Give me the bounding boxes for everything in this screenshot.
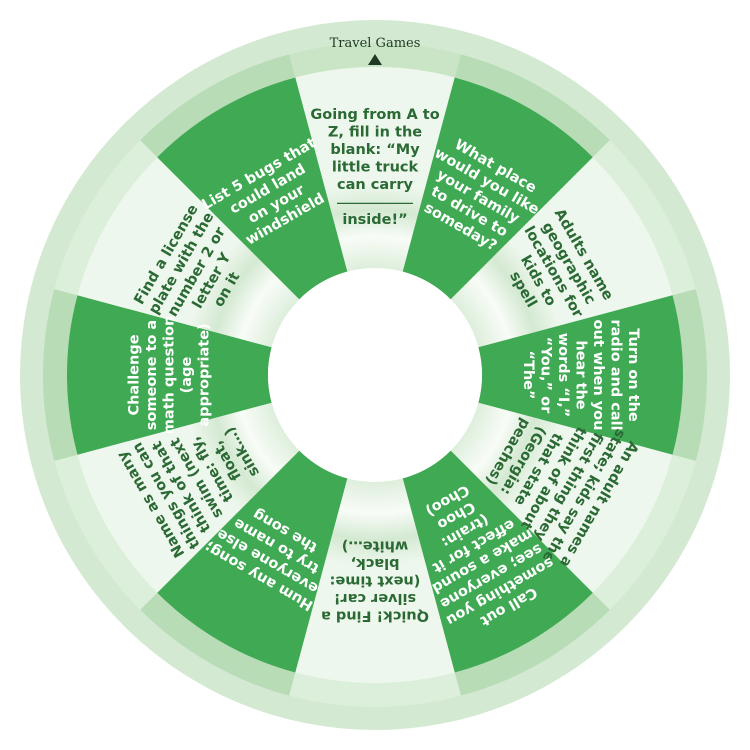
segment-line: Turn on the — [625, 328, 641, 422]
segment-line: (next time: — [330, 573, 421, 589]
segment-math-question — [66, 295, 272, 455]
segment-list-bugs — [157, 77, 348, 300]
segment-license-plate — [77, 157, 300, 348]
segment-line: blank: “My — [330, 142, 420, 158]
segment-fill-in-blank — [295, 66, 455, 272]
wheel-title: Travel Games — [330, 36, 421, 51]
segment-line: Challenge — [126, 334, 142, 415]
segment-line: hear the — [573, 340, 589, 409]
segment-name-things — [77, 402, 300, 593]
title-group: Travel Games — [330, 36, 421, 65]
segment-text-fill-in-blank: Going from A toZ, fill in the blank: “Myl… — [310, 107, 439, 228]
segment-place-to-drive — [402, 77, 593, 300]
outer-band-place-to-drive — [454, 54, 610, 158]
segment-line: silver car! — [334, 590, 416, 606]
segment-geographic-locations — [450, 157, 673, 348]
segment-line: can carry — [337, 177, 413, 193]
outer-band-sound-effect — [454, 592, 610, 696]
segment-sound-effect — [402, 450, 593, 673]
outer-bands — [42, 42, 707, 707]
segment-text-silver-car: Quick! Find a silver car!(next time: black… — [321, 538, 429, 624]
segment-line: out when you — [590, 320, 606, 431]
pointer-arrow-icon — [368, 54, 382, 65]
outer-band-state-names — [592, 454, 696, 610]
segment-line: (age — [179, 357, 195, 394]
outer-band-silver-car — [289, 672, 461, 707]
segment-line: black, — [351, 555, 400, 571]
segment-line: white…) — [342, 538, 409, 554]
segment-line: Quick! Find a — [321, 608, 429, 624]
center-hub — [268, 268, 482, 482]
segment-line: appropriate) — [196, 323, 212, 426]
segment-line: “You,” or — [538, 337, 554, 414]
outer-band-list-bugs — [140, 54, 296, 158]
segment-hum-song — [157, 450, 348, 673]
segment-line: little truck — [332, 159, 419, 175]
outer-band-radio-words — [672, 289, 707, 461]
outer-band-name-things — [54, 454, 158, 610]
segment-line: words “I,” — [555, 333, 571, 418]
segment-line: math question — [161, 316, 177, 435]
segment-radio-words — [478, 295, 683, 455]
outer-band-geographic-locations — [592, 140, 696, 296]
segment-line: radio and call — [608, 319, 624, 430]
segment-line: someone to a — [144, 320, 160, 430]
outer-band-math-question — [42, 289, 78, 461]
wheel-segments — [66, 66, 683, 683]
segment-state-names — [450, 402, 673, 593]
segment-line: inside!” — [342, 212, 407, 228]
segment-line: “The” — [520, 350, 536, 399]
segment-silver-car — [295, 478, 455, 683]
segment-line: Z, fill in the — [328, 124, 422, 140]
segment-line: Going from A to — [310, 107, 439, 123]
outer-band-license-plate — [54, 140, 158, 296]
outer-band-hum-song — [140, 592, 296, 696]
